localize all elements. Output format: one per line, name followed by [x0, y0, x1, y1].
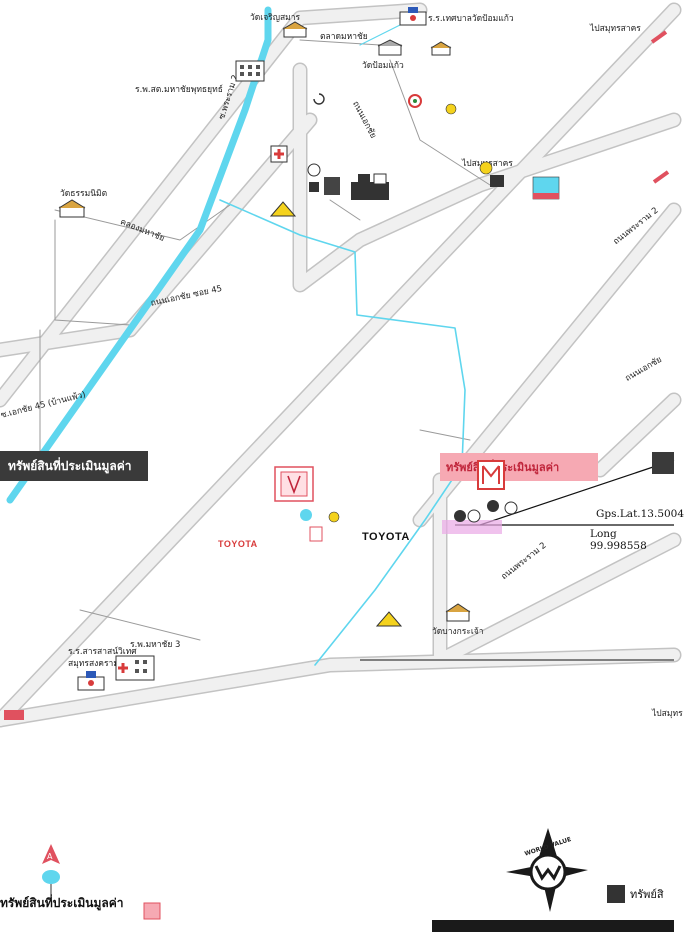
hospital-building-icon	[115, 655, 155, 681]
gas-station-icon-2	[479, 161, 504, 187]
gps-lat: Gps.Lat.13.5004	[596, 508, 684, 520]
subject-callout-left: ทรัพย์สินที่ประเมินมูลค่า	[0, 451, 148, 481]
label-school-top: ร.ร.เทศบาลวัดป้อมแก้ว	[428, 14, 514, 24]
hospital-icon	[270, 145, 288, 163]
bank-icon	[408, 94, 422, 108]
building-icon-blue	[532, 176, 560, 200]
temple-icon-5	[375, 611, 403, 627]
label-to-samut-sakhon-top: ไปสมุทรสาคร	[590, 24, 641, 34]
svg-text:A: A	[47, 852, 53, 861]
label-wat-bottom: วัดบางกระเจ้า	[432, 627, 484, 637]
label-wat-charoen: วัดเจริญสมาร	[250, 13, 301, 23]
gas-station-icon	[445, 103, 457, 115]
flag-icon	[4, 710, 24, 720]
label-market: ตลาดมหาชัย	[320, 32, 368, 42]
market-icon	[377, 39, 403, 56]
callout-right-tab	[652, 452, 674, 474]
toyota-right-label: TOYOTA	[362, 531, 410, 543]
arrow-top-right-icon	[650, 30, 668, 44]
swirl-icon	[313, 93, 325, 105]
temple-icon-3	[58, 199, 86, 218]
school-icon	[399, 7, 427, 26]
factory-icon	[351, 173, 389, 200]
toyota-left-label: TOYOTA	[218, 539, 258, 549]
label-hospital-bottom: ร.พ.มหาชัย 3	[130, 640, 181, 650]
gps-long: Long 99.998558	[590, 528, 647, 552]
label-health-center: ร.พ.สต.มหาชัยพุทธยุทธ์	[135, 85, 223, 95]
arrow-mid-right-icon	[652, 170, 670, 184]
label-school-bottom-2: สมุทรสงคราม	[68, 659, 119, 669]
north-arrow-icon: A	[42, 844, 60, 898]
temple-icon	[282, 21, 308, 38]
canal-branch	[219, 199, 466, 666]
building-icon	[235, 60, 265, 82]
temple-icon-2	[430, 41, 452, 56]
bank-cluster-icon	[300, 509, 340, 542]
label-to-right-bottom: ไปสมุทร	[652, 709, 683, 719]
bottom-bar	[432, 920, 674, 932]
canal-main	[6, 6, 272, 504]
company-logo	[506, 828, 588, 912]
legend-subject: ทรัพย์สินที่ประเมินมูลค่า	[0, 896, 124, 910]
legend-black-swatch	[607, 885, 625, 903]
subject-property-icon	[477, 460, 518, 515]
subject-label-box: ทรัพย์สินที่ประเมินมูลค่า	[440, 453, 598, 481]
shop-icons	[307, 163, 340, 195]
temple-icon-6	[445, 603, 471, 622]
school-icon-2	[77, 671, 105, 691]
shops-cluster-icon	[442, 509, 502, 534]
subject-property-outline	[274, 466, 314, 502]
legend-right-cut: ทรัพย์สิ	[630, 888, 664, 901]
label-wat-thammanimit: วัดธรรมนิมิต	[60, 189, 108, 199]
legend-subject-swatch	[143, 902, 161, 920]
label-school-bottom: ร.ร.สารสาสน์วิเทศ	[68, 647, 137, 657]
subject-callout-left-label: ทรัพย์สินที่ประเมินมูลค่า	[8, 458, 132, 473]
temple-icon-4	[269, 201, 297, 217]
label-wat-pom-kaew: วัดป้อมแก้ว	[362, 61, 404, 71]
